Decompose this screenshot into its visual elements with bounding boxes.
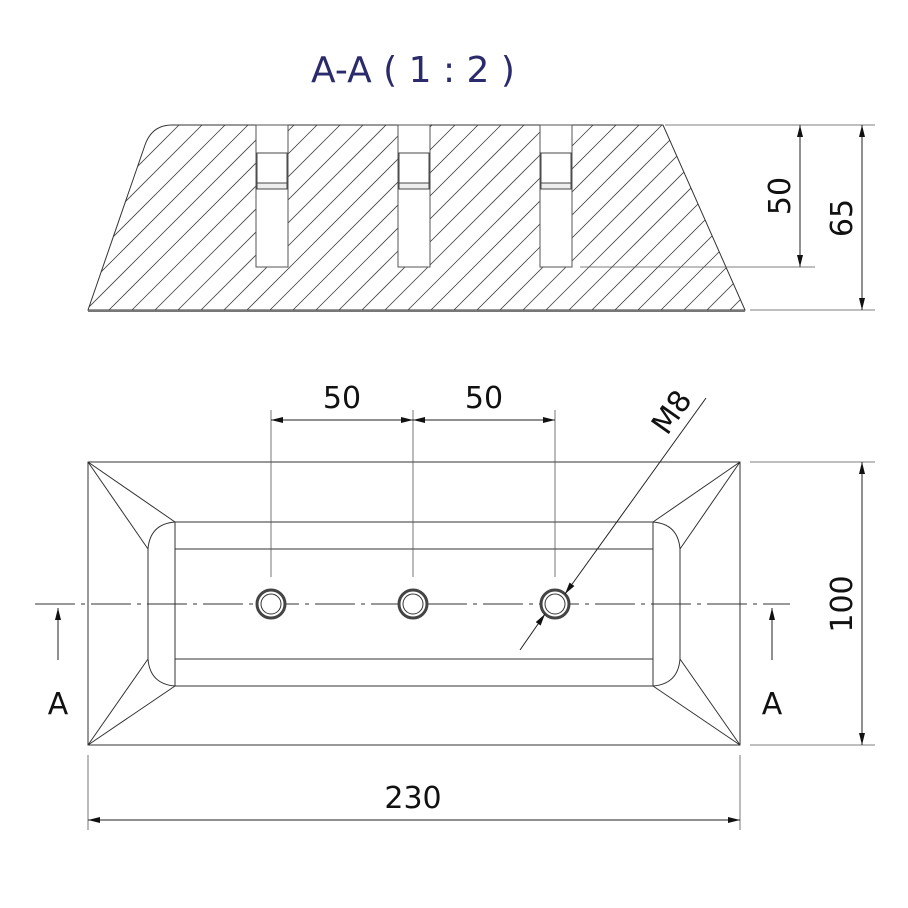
section-view — [87, 124, 746, 312]
thread-label: M8 — [645, 384, 699, 441]
nut-insert — [256, 152, 288, 184]
dim-50-spacing-1: 50 — [323, 381, 361, 416]
section-marker-left: A — [48, 687, 69, 722]
dim-65-label: 65 — [825, 199, 860, 237]
slot-1 — [255, 124, 289, 268]
m8-leader — [564, 397, 707, 595]
slot-3 — [539, 124, 573, 268]
hatch-pattern — [88, 125, 745, 310]
dim-50-label: 50 — [763, 177, 798, 215]
nut-insert — [398, 152, 430, 184]
dim-230-label: 230 — [384, 781, 441, 816]
nut-insert — [540, 152, 572, 184]
top-view — [35, 461, 790, 746]
hole-1 — [255, 588, 287, 620]
section-title: A-A ( 1 : 2 ) — [311, 50, 515, 91]
hole-2 — [397, 588, 429, 620]
section-outline — [87, 124, 746, 311]
dim-100-label: 100 — [825, 575, 860, 632]
section-dimensions: 50 65 — [580, 124, 875, 311]
top-dimensions: 50 50 M8 230 100 A A — [48, 381, 875, 830]
section-marker-right: A — [762, 687, 783, 722]
hole-3 — [539, 588, 571, 620]
slot-2 — [397, 124, 431, 268]
dim-50-spacing-2: 50 — [465, 381, 503, 416]
